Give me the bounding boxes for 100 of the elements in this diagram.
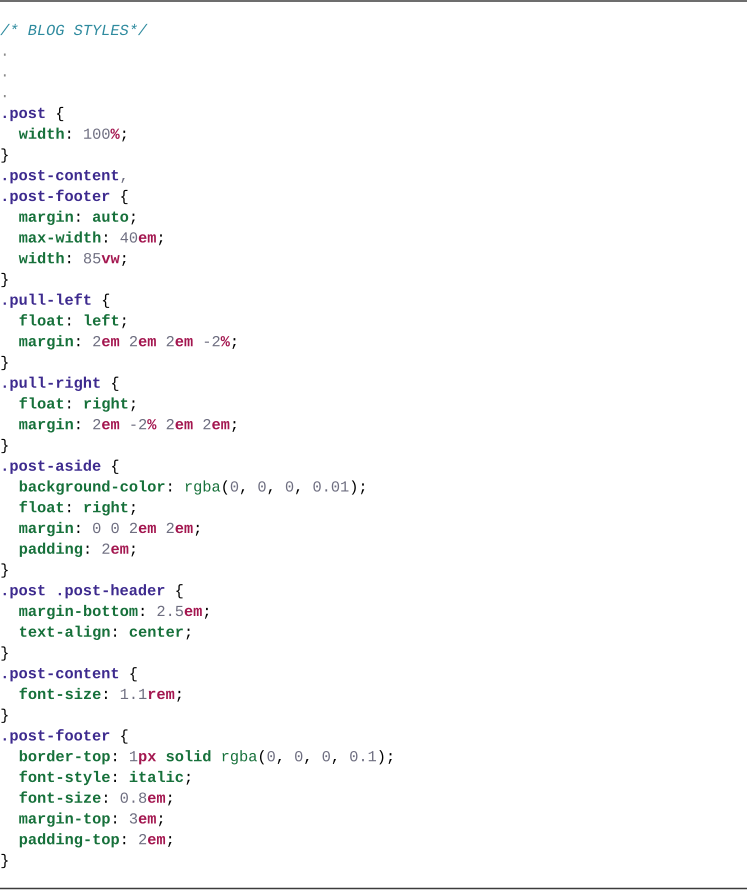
property-name: padding-top [20,833,119,848]
punctuation: , [241,489,244,494]
keyword-value: center [130,626,183,637]
punctuation: : [78,421,80,430]
unit: em [212,421,230,430]
property-name: padding [20,542,82,557]
keyword-value: auto [92,212,128,222]
punctuation: ; [132,504,135,515]
number: 0 [268,751,275,762]
unit: em [148,794,166,803]
punctuation: : [114,774,116,782]
property-name: text-align [20,626,110,640]
number: 3 [130,813,138,824]
number: 0.8 [120,792,146,803]
property-name: margin [19,335,73,350]
punctuation: : [86,546,88,554]
ellipsis-dot: . [4,74,6,76]
number: 2.5 [158,606,183,616]
punctuation: } [1,438,8,454]
unit: em [138,338,156,346]
punctuation: } [1,646,8,661]
selector: .post .post-header [4,584,164,598]
punctuation: : [105,234,107,242]
punctuation: { [121,729,128,744]
number: 2 [102,544,110,554]
comment: /* BLOG STYLES*/ [0,24,148,36]
punctuation: : [68,504,70,512]
punctuation: : [169,483,172,492]
punctuation: ; [159,234,162,246]
punctuation: : [114,815,116,824]
punctuation: ; [232,421,236,432]
punctuation: : [78,214,80,222]
punctuation: : [142,608,144,616]
punctuation: ; [132,400,135,412]
selector: .post-content [4,170,118,184]
number: 2 [93,336,100,346]
selector: .post-aside [4,460,100,474]
punctuation: : [68,400,70,408]
property-name: float [20,397,64,409]
number: 0 [111,522,119,534]
number: -2 [131,419,146,430]
keyword-value: solid [166,750,210,762]
unit: em [111,546,128,554]
property-name: max-width [19,231,100,243]
number: 2 [166,419,174,430]
punctuation: ; [186,774,190,785]
unit: rem [148,690,174,700]
punctuation: : [114,628,116,637]
unit: vw [102,255,120,264]
unit: em [176,421,193,430]
property-name: font-size [20,688,101,700]
number: 2 [130,522,137,533]
ellipsis-dot: . [4,54,6,56]
ellipsis-dot: . [4,95,6,98]
property-name: font-size [20,791,101,803]
punctuation: : [68,255,70,264]
punctuation: { [130,667,137,682]
unit: em [138,815,156,824]
punctuation: { [121,190,128,204]
number: 0 [295,751,302,762]
number: 100 [84,128,110,139]
punctuation: : [68,130,70,139]
punctuation: , [305,759,308,764]
punctuation: , [278,759,281,764]
number: -2 [204,336,220,346]
punctuation: ; [186,628,190,640]
unit: % [110,128,120,139]
punctuation: } [1,356,8,370]
punctuation: ); [379,750,392,764]
number: 40 [120,232,138,243]
function-name: rgba [186,480,220,495]
punctuation: ; [122,130,126,142]
property-name: margin [19,418,73,432]
property-name: float [20,314,64,326]
selector: .post-content [4,668,118,682]
number: 2 [139,834,146,844]
property-name: margin [19,522,73,536]
punctuation: } [1,854,8,868]
punctuation: ; [196,524,200,536]
number: 0 [286,481,294,492]
punctuation: { [176,584,183,598]
punctuation: : [78,524,80,533]
punctuation: } [1,272,8,288]
punctuation: } [1,708,8,723]
unit: px [139,753,156,764]
unit: em [138,524,156,534]
property-name: margin [19,210,73,225]
punctuation: , [332,759,336,764]
punctuation: ; [168,794,172,806]
punctuation: : [123,836,126,844]
unit: em [102,421,120,430]
unit: em [176,524,193,534]
number: 2 [93,419,100,430]
number: 1.1 [120,688,146,699]
number: 2 [166,522,174,533]
number: , [122,178,125,183]
punctuation: , [268,489,272,494]
selector: .pull-right [4,376,100,391]
punctuation: { [57,106,64,122]
selector: .pull-left [4,293,91,308]
